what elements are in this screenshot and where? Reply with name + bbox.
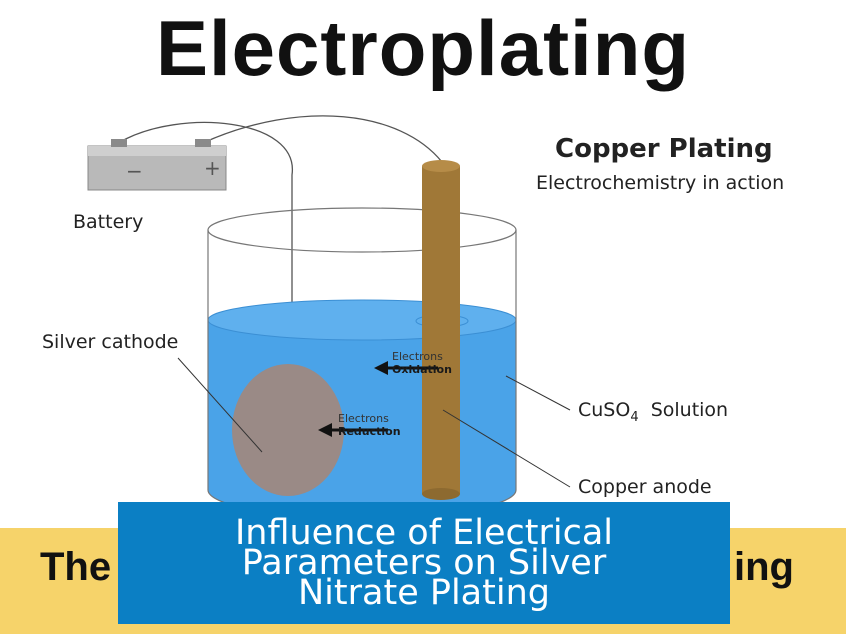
oxidation-text: Electrons Oxidation [392, 350, 452, 376]
silver-cathode [232, 364, 344, 496]
reduction-electrons: Electrons [338, 412, 389, 425]
cathode-leader [177, 357, 263, 453]
electroplating-diagram: − + [87, 115, 571, 519]
caption-overlay: Influence of Electrical Parameters on Si… [118, 502, 730, 624]
solution-surface [207, 299, 517, 341]
banner-right-text: ing [734, 545, 794, 589]
oxidation-arrow [374, 361, 438, 375]
solution-word: Solution [638, 399, 729, 421]
battery-icon [87, 139, 227, 191]
reduction-label: Reduction [338, 425, 401, 438]
main-title: Electroplating [155, 4, 691, 92]
cathode-label: Silver cathode [42, 331, 179, 353]
reduction-arrow [318, 423, 388, 437]
wire-to-anode [204, 115, 443, 163]
beaker-rim [207, 207, 517, 253]
anode-label: Copper anode [578, 476, 712, 498]
caption-text: Influence of Electrical Parameters on Si… [234, 513, 614, 613]
reduction-text: Electrons Reduction [338, 412, 401, 438]
battery-minus: − [126, 159, 143, 183]
oxidation-electrons: Electrons [392, 350, 443, 363]
solution-label: CuSO4 Solution [578, 399, 728, 425]
copper-plating-title: Copper Plating [555, 134, 773, 164]
oxidation-label: Oxidation [392, 363, 452, 376]
copper-plating-subtitle: Electrochemistry in action [536, 172, 785, 194]
banner-left-text: The [40, 545, 112, 589]
battery-plus: + [204, 156, 221, 180]
solution-formula: CuSO [578, 399, 631, 421]
battery-label: Battery [73, 211, 144, 233]
solution-subscript: 4 [630, 409, 639, 425]
copper-anode [422, 160, 460, 500]
wire-to-cathode [119, 121, 293, 372]
solution-leader [505, 375, 571, 411]
anode-leader [442, 409, 571, 488]
